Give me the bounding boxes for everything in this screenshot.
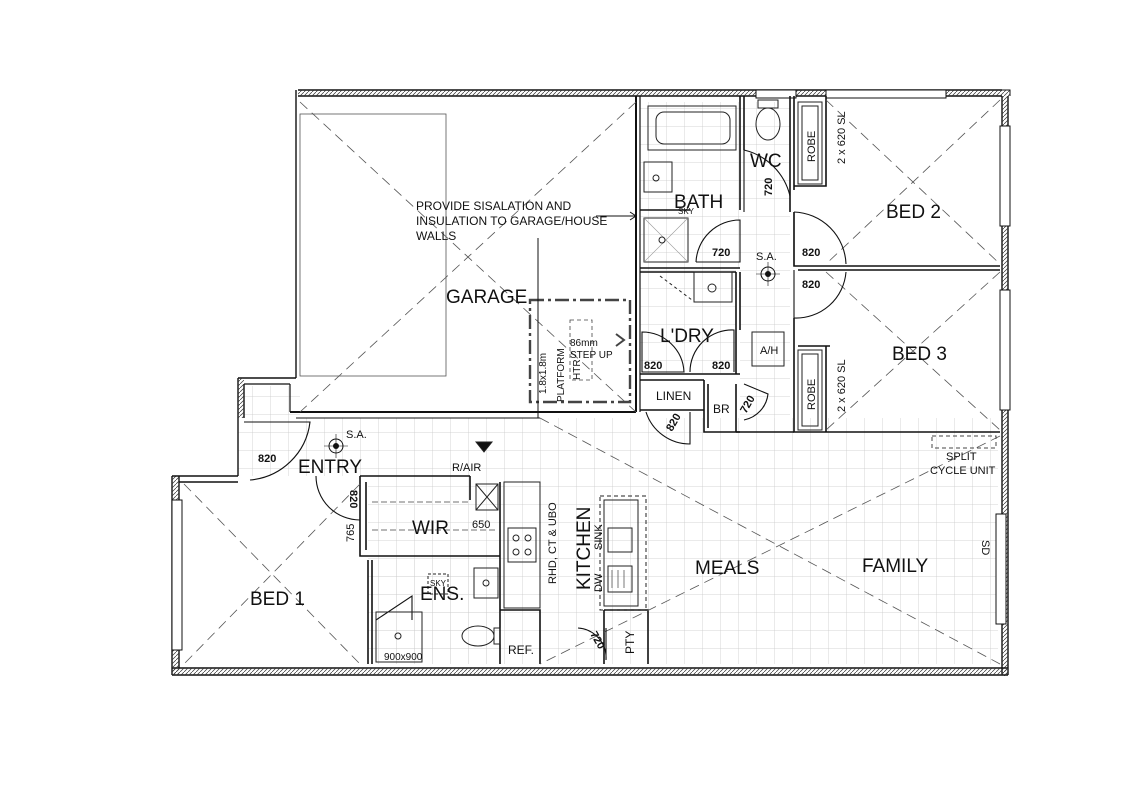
- rhd-label: RHD, CT & UBO: [547, 502, 559, 584]
- platform: [528, 298, 632, 404]
- internal-walls: [359, 96, 1000, 664]
- dim-wir-door: 820: [347, 490, 359, 508]
- room-bath: BATH: [674, 192, 723, 213]
- room-br: BR: [713, 402, 730, 416]
- sink-label: SINK: [593, 524, 605, 550]
- room-family: FAMILY: [862, 556, 928, 577]
- ceiling-diagonals: [183, 99, 1001, 665]
- room-bed2: BED 2: [886, 202, 941, 223]
- kitchen-counter: [503, 481, 647, 611]
- platform-label-1: 1.8x1.8m: [538, 353, 549, 394]
- dim-entry-door: 820: [258, 453, 276, 465]
- room-linen: LINEN: [656, 389, 691, 403]
- dim-wc-door: 720: [763, 178, 775, 196]
- step-label-1: 86mm: [570, 338, 598, 349]
- dim-wir-side: 765: [345, 524, 357, 542]
- note-line-2: INSULATION TO GARAGE/HOUSE: [416, 214, 607, 228]
- platform-label-2: PLATFORM: [556, 348, 567, 402]
- dim-bath-door: 720: [712, 247, 730, 259]
- room-wir: WIR: [412, 518, 449, 539]
- room-labels: GARAGE BATH WC BED 2 BED 3 L'DRY LINEN B…: [250, 131, 947, 657]
- split-unit-outline: [931, 435, 997, 449]
- fixture-labels: S.A. S.A. A/H R/AIR SPLIT CYCLE UNIT 2 x…: [346, 111, 996, 663]
- split-label-1: SPLIT: [946, 451, 977, 463]
- sa-hall-label: S.A.: [756, 251, 777, 263]
- sa-entry-label: S.A.: [346, 429, 367, 441]
- sd-label: SD: [979, 540, 991, 555]
- note-line-3: WALLS: [416, 229, 456, 243]
- step-label-2: STEP UP: [570, 350, 613, 361]
- split-label-2: CYCLE UNIT: [930, 465, 996, 477]
- bath-fixtures: [643, 99, 781, 303]
- door-swings: [244, 149, 847, 661]
- room-entry: ENTRY: [298, 457, 362, 478]
- rair-label: R/AIR: [452, 462, 481, 474]
- room-laundry: L'DRY: [660, 326, 714, 347]
- dim-wir-width: 650: [472, 519, 490, 531]
- dim-bed2-door: 820: [802, 247, 820, 259]
- annotation-note: PROVIDE SISALATION AND INSULATION TO GAR…: [416, 199, 607, 243]
- room-pty: PTY: [623, 631, 637, 654]
- dw-label: DW: [593, 573, 605, 592]
- room-wc: WC: [750, 151, 782, 172]
- dim-ldry-door-left: 820: [644, 360, 662, 372]
- ah-label: A/H: [760, 345, 778, 357]
- shower-size-label: 900x900: [384, 652, 423, 663]
- sky-ens-label: SKY: [430, 579, 447, 588]
- wir-rails: [372, 501, 498, 531]
- robe-shelves: [751, 101, 823, 431]
- room-ens: ENS.: [420, 584, 464, 605]
- sky-bath-label: SKY: [678, 207, 695, 216]
- smoke-alarm-icon: [324, 262, 780, 458]
- dim-bed3-door: 820: [802, 279, 820, 291]
- robe-sl-bottom: 2 x 620 SL: [836, 359, 848, 412]
- ensuite-fixtures: [375, 441, 501, 663]
- room-kitchen: KITCHEN: [574, 507, 595, 590]
- garage-door-outline: [299, 101, 637, 413]
- robe-bottom: ROBE: [806, 379, 818, 410]
- windows: [171, 89, 1011, 651]
- robe-sl-top: 2 x 620 SL: [836, 111, 848, 164]
- room-garage: GARAGE: [446, 287, 527, 308]
- dim-ldry-door-right: 820: [712, 360, 730, 372]
- robe-top: ROBE: [806, 131, 818, 162]
- room-bed1: BED 1: [250, 589, 305, 610]
- room-ref: REF.: [508, 643, 534, 657]
- room-meals: MEALS: [695, 558, 759, 579]
- tiled-floor: [188, 102, 998, 666]
- room-bed3: BED 3: [892, 344, 947, 365]
- htr-label: HTR: [572, 359, 583, 380]
- note-line-1: PROVIDE SISALATION AND: [416, 199, 571, 213]
